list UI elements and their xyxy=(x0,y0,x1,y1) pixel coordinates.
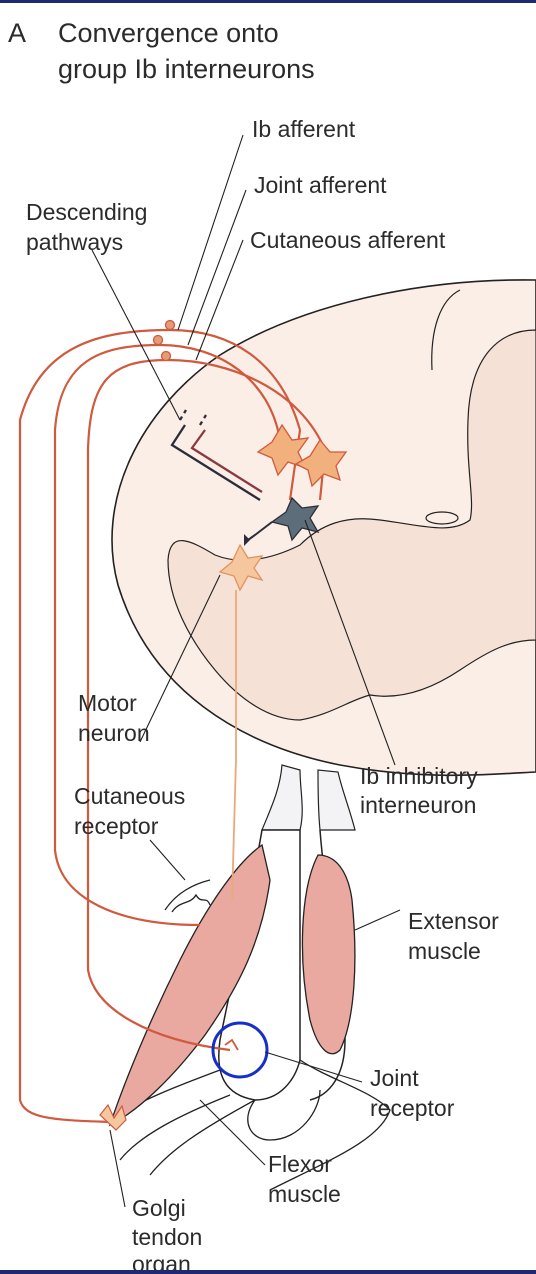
label-cutaneous-rec-2: receptor xyxy=(74,813,159,839)
label-joint-rec-1: Joint xyxy=(370,1065,419,1091)
label-ib-inhib-1: Ib inhibitory xyxy=(360,763,478,789)
label-cutaneous-rec-1: Cutaneous xyxy=(74,783,185,809)
dorsal-root-lines xyxy=(177,134,247,361)
label-extensor-1: Extensor xyxy=(408,908,499,934)
inhibitory-axon xyxy=(247,521,273,541)
panel-letter: A xyxy=(8,18,26,48)
cutaneous-receptor xyxy=(164,879,211,913)
label-golgi-3: organ xyxy=(132,1251,191,1274)
label-golgi-2: tendon xyxy=(132,1224,202,1250)
highlight-circle xyxy=(211,1021,269,1079)
label-extensor-2: muscle xyxy=(408,938,481,964)
panel-title-line2: group Ib interneurons xyxy=(58,54,315,84)
descending-label-pointer xyxy=(91,249,181,421)
motor-axon xyxy=(231,590,237,901)
label-cutaneous-afferent: Cutaneous afferent xyxy=(250,227,446,253)
ib-inhibitory-interneuron xyxy=(270,496,320,542)
label-ib-inhib-2: interneuron xyxy=(360,792,476,818)
label-motor-2: neuron xyxy=(78,720,150,746)
panel-title-line1: Convergence onto xyxy=(58,18,279,48)
top-border xyxy=(0,0,536,3)
label-pointers xyxy=(109,519,401,1208)
extensor-muscle xyxy=(301,854,356,1055)
motor-neuron xyxy=(218,543,264,592)
spinal-cord xyxy=(111,279,536,777)
descending-pathway xyxy=(170,409,263,501)
label-flexor-1: Flexor xyxy=(268,1151,332,1177)
label-joint-afferent: Joint afferent xyxy=(254,172,387,198)
bottom-border xyxy=(0,1270,536,1274)
label-ib-afferent: Ib afferent xyxy=(252,116,356,142)
label-golgi-1: Golgi xyxy=(132,1195,186,1221)
label-flexor-2: muscle xyxy=(268,1181,341,1207)
ventral-root xyxy=(261,764,356,831)
inhibitory-terminal xyxy=(244,534,250,546)
label-descending-1: Descending xyxy=(26,199,147,225)
afferent-synapse-knobs xyxy=(152,319,176,362)
label-descending-2: pathways xyxy=(26,229,123,255)
label-joint-rec-2: receptor xyxy=(370,1095,455,1121)
golgi-tendon-organ xyxy=(99,1103,127,1131)
afferent-fibres xyxy=(18,328,327,1124)
label-motor-1: Motor xyxy=(78,690,137,716)
joint-receptor xyxy=(224,1038,239,1051)
excitatory-interneurons xyxy=(256,423,348,488)
